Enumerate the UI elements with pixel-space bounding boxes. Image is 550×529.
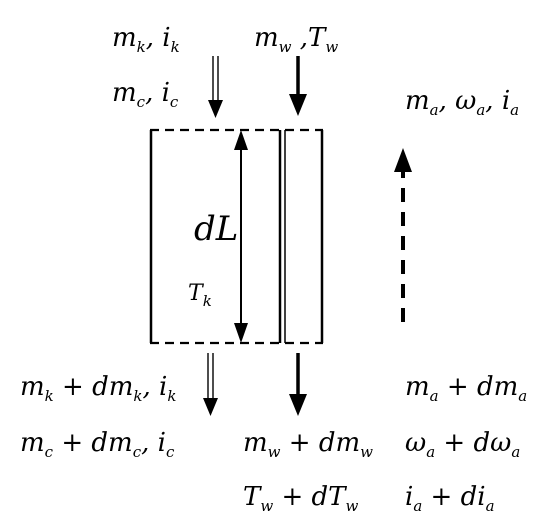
label-dL: dL bbox=[194, 209, 239, 249]
label-mc-plus-dmc-ic: mc + dmc, ic bbox=[20, 428, 175, 461]
label-wa-plus-dwa: ωa + dωa bbox=[405, 428, 521, 461]
label-Tk: Tk bbox=[188, 281, 212, 310]
label-mc-ic: mc, ic bbox=[112, 78, 179, 111]
label-mw-plus-dmw: mw + dmw bbox=[243, 428, 373, 461]
water-outflow-arrow bbox=[289, 353, 307, 416]
label-mk-ik: mk, ik bbox=[112, 23, 180, 56]
inflow-double-arrow bbox=[208, 56, 223, 118]
label-Tw-plus-dTw: Tw + dTw bbox=[243, 482, 359, 515]
label-mk-plus-dmk-ik: mk + dmk, ik bbox=[20, 372, 177, 405]
label-ia-plus-dia: ia + dia bbox=[405, 482, 495, 515]
outflow-double-arrow bbox=[203, 353, 218, 416]
label-mw-Tw: mw ,Tw bbox=[254, 23, 339, 56]
label-ma-plus-dma: ma + dma bbox=[405, 372, 528, 405]
water-inflow-arrow bbox=[289, 56, 307, 116]
label-ma-wa-ia: ma, ωa, ia bbox=[405, 86, 520, 119]
dL-dimension-arrow bbox=[234, 130, 248, 343]
air-flow-arrow bbox=[394, 148, 412, 322]
